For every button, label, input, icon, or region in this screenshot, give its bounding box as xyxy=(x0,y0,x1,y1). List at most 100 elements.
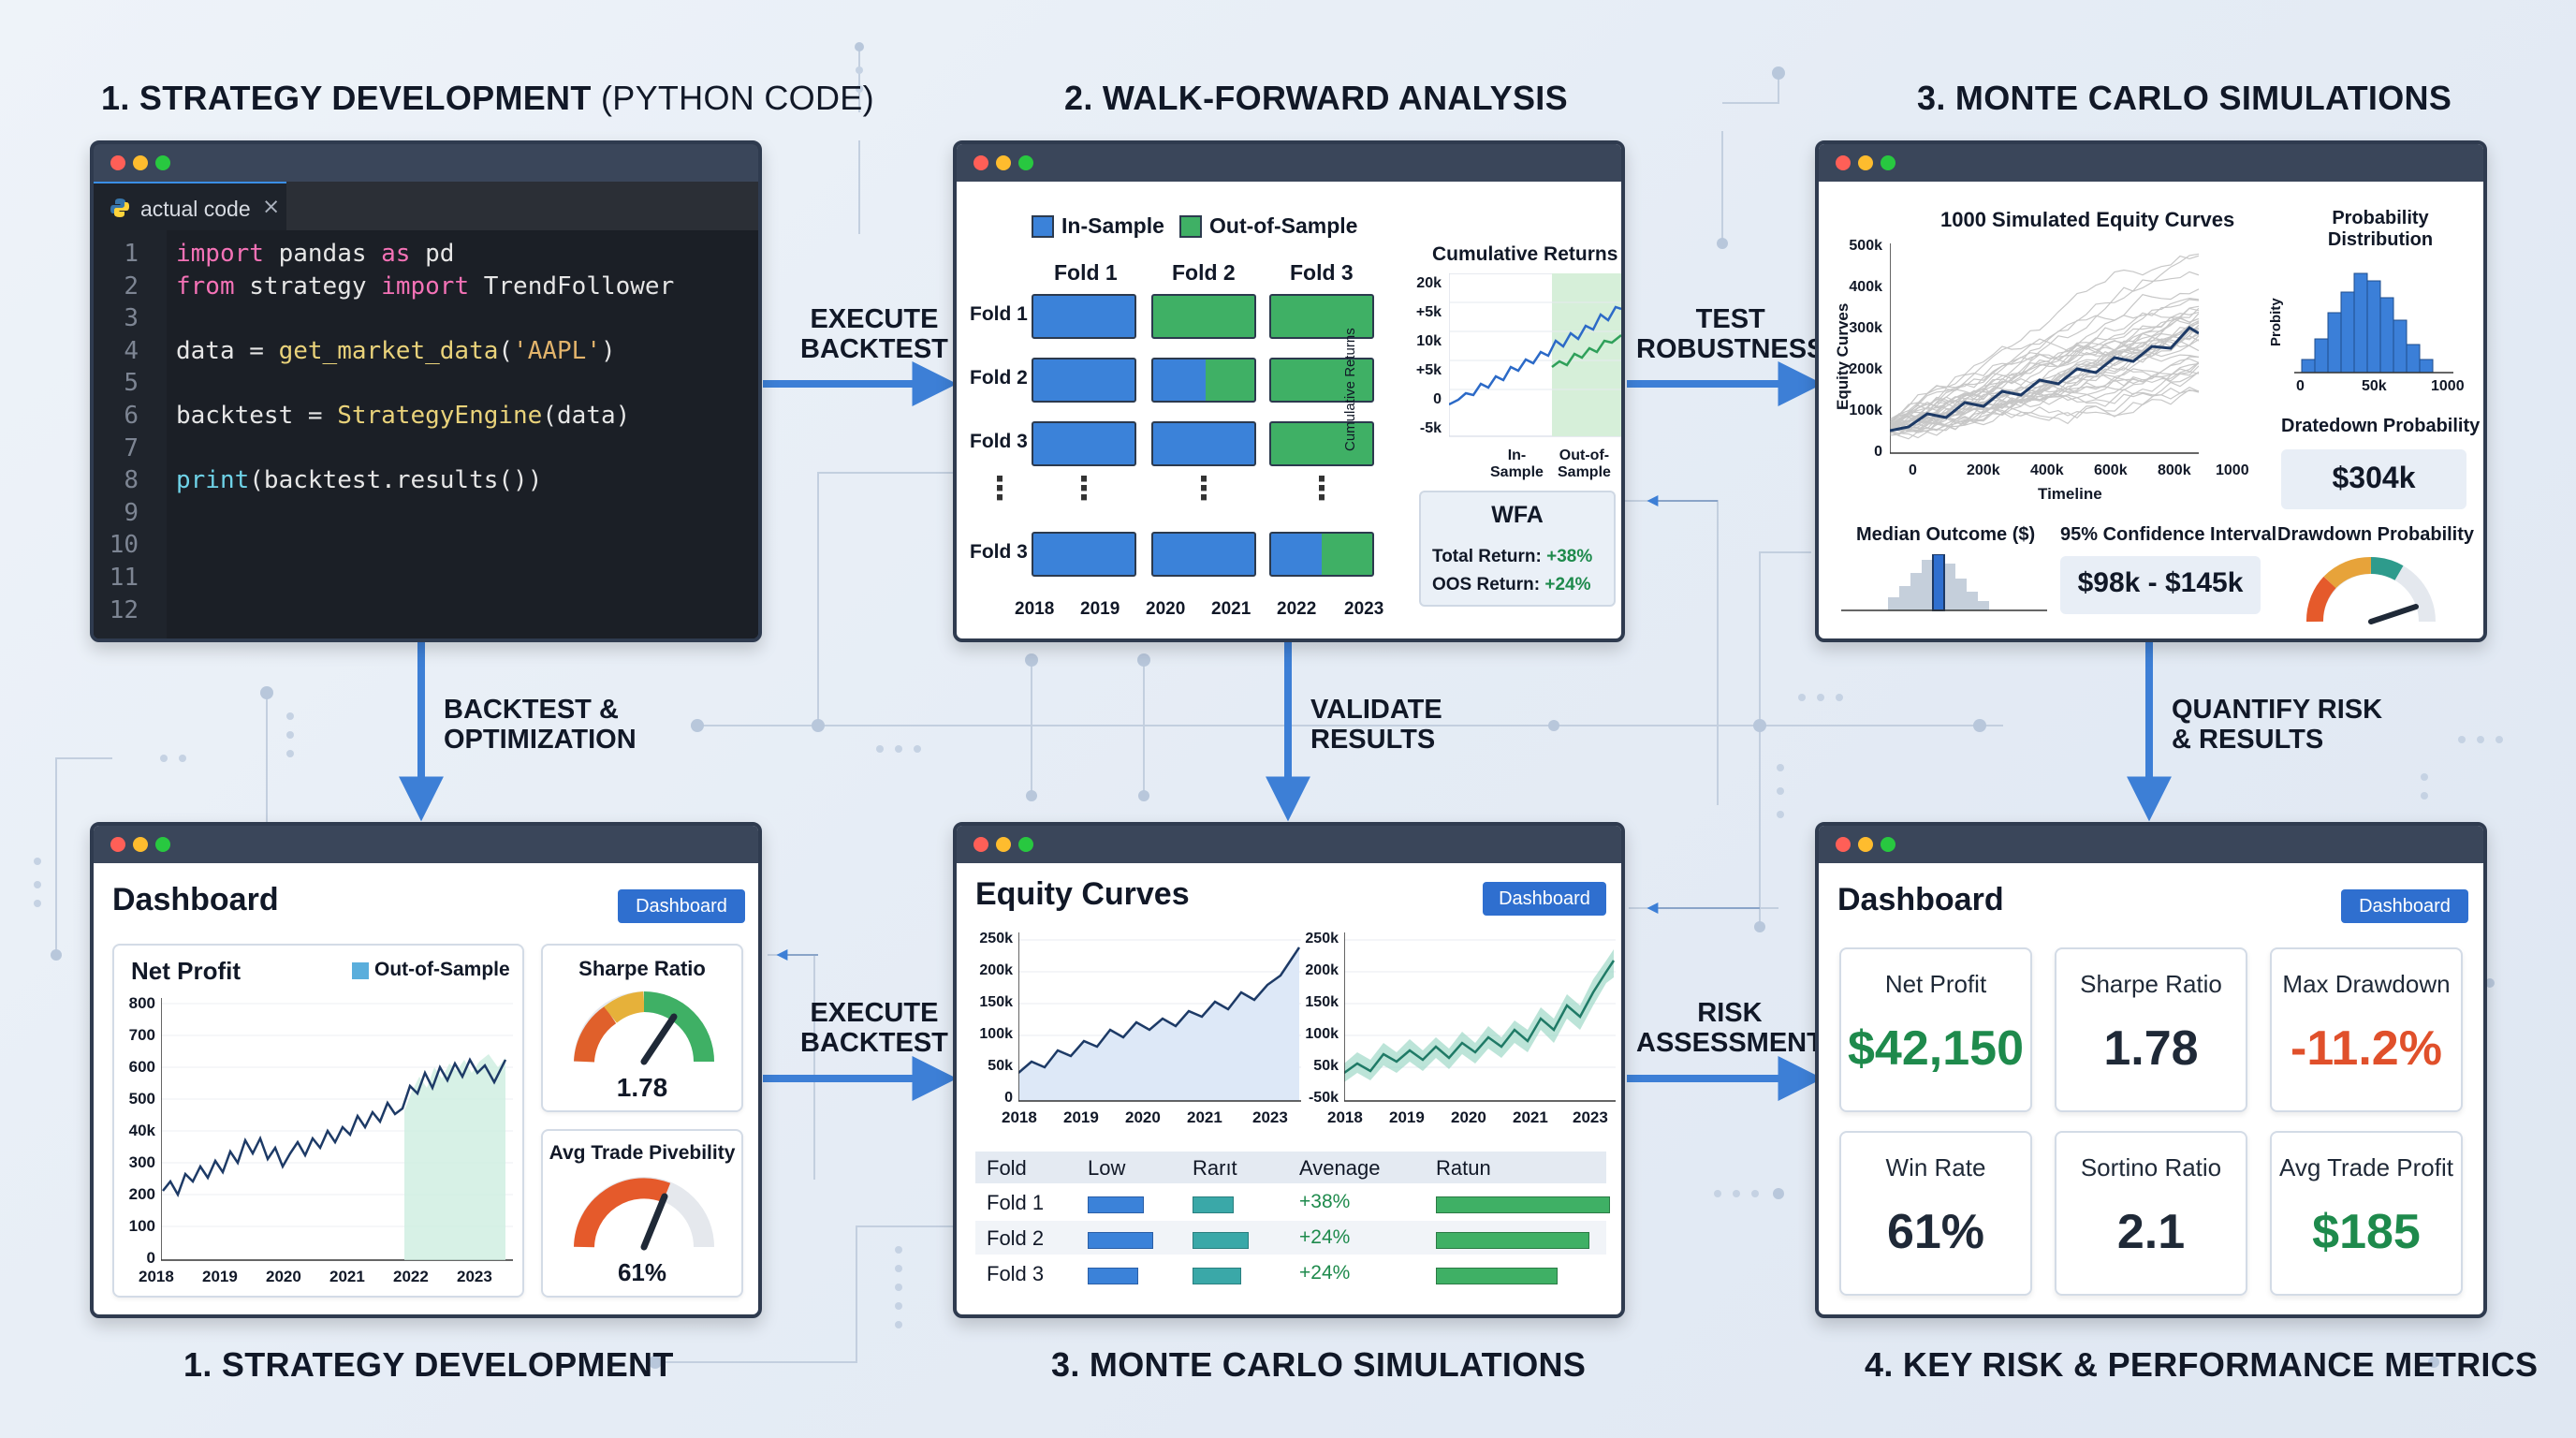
year-tick: 2023 xyxy=(1344,599,1384,619)
maximize-dot[interactable] xyxy=(1881,837,1895,852)
line-number: 2 xyxy=(124,272,139,301)
x-tick: 600k xyxy=(2094,462,2128,478)
y-tick: 100 xyxy=(128,1217,155,1235)
year-tick: 2019 xyxy=(1080,599,1120,619)
metric-value: 61% xyxy=(1886,1205,1985,1259)
tab-close-icon[interactable]: × xyxy=(262,195,281,219)
line-number: 4 xyxy=(124,337,139,365)
metric-label: Sortino Ratio xyxy=(2080,1153,2222,1181)
table-bar-low xyxy=(1088,1196,1144,1213)
fold-row-label: Fold 2 xyxy=(970,367,1028,389)
minimize-dot[interactable] xyxy=(1858,155,1873,170)
maximize-dot[interactable] xyxy=(155,837,170,852)
close-dot[interactable] xyxy=(973,837,988,852)
table-header-cell: Fold xyxy=(987,1156,1027,1180)
minimize-dot[interactable] xyxy=(996,155,1011,170)
metric-card-max-drawdown: Max Drawdown -11.2% xyxy=(2270,947,2463,1112)
sharpe-ratio-card: Sharpe Ratio 1.78 xyxy=(541,944,743,1112)
arrow-label-execute-backtest-bottom: EXECUTE BACKTEST xyxy=(800,998,948,1058)
line-number: 3 xyxy=(124,304,139,332)
year-tick: 2018 xyxy=(1015,599,1055,619)
median-outcome-title: Median Outcome ($) xyxy=(1856,524,2036,545)
table-bar-ratun xyxy=(1436,1232,1589,1249)
code-line-2: from strategy import TrendFollower xyxy=(176,272,674,301)
minimize-dot[interactable] xyxy=(996,837,1011,852)
y-tick: 200k xyxy=(1305,962,1339,978)
x-tick: 2023 xyxy=(457,1268,492,1285)
y-tick: 150k xyxy=(979,994,1013,1010)
x-tick: 2021 xyxy=(329,1268,365,1285)
table-row-label: Fold 3 xyxy=(987,1262,1045,1285)
fold-block-in-sample xyxy=(1032,358,1136,403)
net-profit-title: Net Profit xyxy=(131,957,241,985)
code-text: TrendFollower xyxy=(469,272,675,301)
fold-row-label: Fold 3 xyxy=(970,431,1028,452)
dashboard-button[interactable]: Dashboard xyxy=(618,889,745,923)
window-titlebar xyxy=(957,826,1621,863)
y-tick: 300k xyxy=(1849,320,1882,336)
x-tick: 2021 xyxy=(1513,1108,1548,1126)
fold-block-in-sample xyxy=(1032,532,1136,577)
simulated-curves-title: 1000 Simulated Equity Curves xyxy=(1940,208,2235,231)
x-tick: 2022 xyxy=(393,1268,429,1285)
minimize-dot[interactable] xyxy=(1858,837,1873,852)
close-dot[interactable] xyxy=(110,155,125,170)
line-number: 5 xyxy=(124,369,139,397)
code-function: StrategyEngine xyxy=(337,402,543,430)
x-tick: 2020 xyxy=(266,1268,301,1285)
maximize-dot[interactable] xyxy=(1881,155,1895,170)
maximize-dot[interactable] xyxy=(155,155,170,170)
section-title-key-metrics: 4. KEY RISK & PERFORMANCE METRICS xyxy=(1865,1345,2539,1384)
y-tick: 500k xyxy=(1849,238,1882,254)
cumulative-returns-chart xyxy=(1449,273,1621,437)
equity-curves-body: Equity Curves Dashboard 250k 200k 150k 1… xyxy=(957,863,1621,1314)
code-area[interactable]: 1 2 3 4 5 6 7 8 9 10 11 12 import pandas… xyxy=(94,230,758,638)
table-bar-rarit xyxy=(1193,1232,1249,1249)
table-bar-low xyxy=(1088,1232,1153,1249)
table-row-label: Fold 2 xyxy=(987,1226,1045,1250)
ellipsis-icon: ⋮ xyxy=(1188,470,1220,507)
avg-trade-title: Avg Trade Pivebility xyxy=(549,1142,736,1164)
close-dot[interactable] xyxy=(1836,837,1851,852)
section-title-strategy-development: 1. STRATEGY DEVELOPMENT (PYTHON CODE) xyxy=(101,79,874,118)
arrow-label-quantify-risk: QUANTIFY RISK & RESULTS xyxy=(2172,695,2382,755)
walk-forward-window: In-Sample Out-of-Sample Fold 1 Fold 2 Fo… xyxy=(953,140,1625,642)
metric-card-sortino-ratio: Sortino Ratio 2.1 xyxy=(2055,1131,2247,1296)
dashboard-button[interactable]: Dashboard xyxy=(2341,889,2468,923)
metric-value: $185 xyxy=(2312,1205,2421,1259)
arrow-label-backtest-optimization: BACKTEST & OPTIMIZATION xyxy=(444,695,637,755)
minimize-dot[interactable] xyxy=(133,155,148,170)
close-dot[interactable] xyxy=(973,155,988,170)
legend-label-out-of-sample: Out-of-Sample xyxy=(374,959,510,980)
minimize-dot[interactable] xyxy=(133,837,148,852)
dashboard-button[interactable]: Dashboard xyxy=(1483,882,1606,916)
legend-swatch-out-of-sample xyxy=(352,962,369,979)
table-header-cell: Rarıt xyxy=(1193,1156,1237,1180)
code-text: ( xyxy=(498,337,514,365)
simulated-path xyxy=(1890,361,2199,440)
y-tick: 600 xyxy=(128,1058,155,1076)
arrow-label-line: QUANTIFY RISK xyxy=(2172,695,2383,725)
oos-return-value: +24% xyxy=(1544,575,1591,594)
maximize-dot[interactable] xyxy=(1018,155,1033,170)
line-number: 12 xyxy=(109,596,139,624)
x-tick: 2019 xyxy=(1389,1108,1425,1126)
legend-swatch-in-sample xyxy=(1032,215,1054,238)
y-tick: 300 xyxy=(128,1153,155,1171)
arrow-label-line: BACKTEST xyxy=(800,334,948,364)
arrow-label-line: VALIDATE xyxy=(1310,695,1442,725)
close-dot[interactable] xyxy=(110,837,125,852)
confidence-band xyxy=(1344,949,1614,1082)
code-keyword: import xyxy=(176,240,264,268)
median-outcome-histogram xyxy=(1841,554,2047,611)
x-tick: 2020 xyxy=(1451,1108,1486,1126)
code-editor-body: actual code × 1 2 3 4 5 6 7 8 9 10 11 12… xyxy=(94,182,758,638)
python-icon xyxy=(110,198,129,217)
simulated-path xyxy=(1890,351,2199,433)
simulated-path xyxy=(1890,340,2199,429)
maximize-dot[interactable] xyxy=(1018,837,1033,852)
close-dot[interactable] xyxy=(1836,155,1851,170)
editor-tab-actual-code[interactable]: actual code × xyxy=(94,182,286,230)
metric-card-sharpe-ratio: Sharpe Ratio 1.78 xyxy=(2055,947,2247,1112)
x-tick: 2023 xyxy=(1252,1108,1288,1126)
